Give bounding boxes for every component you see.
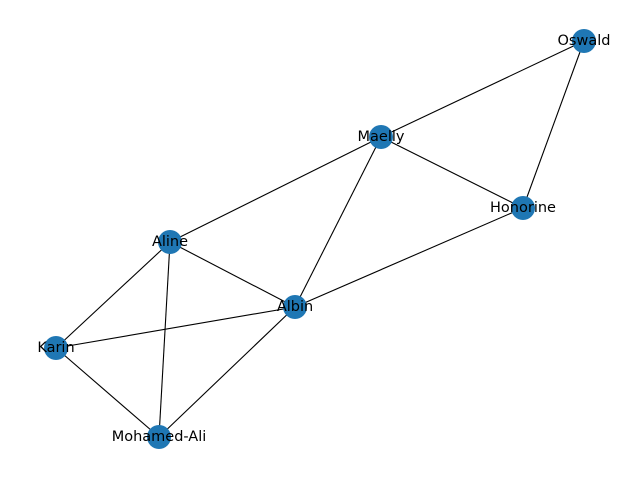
edge-oswald-honorine xyxy=(522,40,585,209)
node-label-karin: Karin xyxy=(37,340,74,356)
edge-karin-mohamed-ali xyxy=(55,347,160,438)
nodes-layer xyxy=(44,29,596,449)
node-maelly xyxy=(369,125,393,149)
node-mohamed-ali xyxy=(147,425,171,449)
node-honorine xyxy=(511,196,535,220)
node-label-albin: Albin xyxy=(277,299,313,315)
node-karin xyxy=(44,336,68,360)
node-albin xyxy=(283,295,307,319)
edge-albin-karin xyxy=(55,306,296,349)
edge-maelly-honorine xyxy=(380,136,524,209)
node-label-maelly: Maelly xyxy=(358,129,405,145)
edge-maelly-albin xyxy=(294,136,382,308)
edge-albin-mohamed-ali xyxy=(158,306,296,438)
node-oswald xyxy=(572,29,596,53)
edge-aline-mohamed-ali xyxy=(158,241,171,438)
node-label-aline: Aline xyxy=(152,234,188,250)
edges-layer xyxy=(55,40,585,438)
node-label-honorine: Honorine xyxy=(490,200,556,216)
node-label-oswald: Oswald xyxy=(558,33,611,49)
edge-oswald-maelly xyxy=(380,40,585,138)
node-label-mohamed-ali: Mohamed-Ali xyxy=(112,429,207,445)
labels-layer: OswaldMaellyHonorineAlineAlbinKarinMoham… xyxy=(37,33,610,445)
edge-honorine-albin xyxy=(294,207,524,308)
edge-aline-albin xyxy=(169,241,296,308)
node-aline xyxy=(158,230,182,254)
edge-maelly-aline xyxy=(169,136,382,243)
edge-aline-karin xyxy=(55,241,171,349)
